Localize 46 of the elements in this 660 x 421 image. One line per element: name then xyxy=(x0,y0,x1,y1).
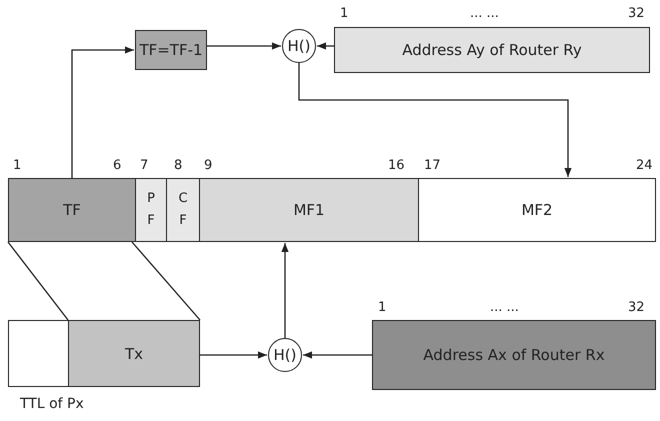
address-field xyxy=(334,27,650,73)
hash-function-circle xyxy=(282,29,316,63)
field-label: H() xyxy=(288,37,310,55)
arrow xyxy=(71,46,134,178)
process-box xyxy=(135,30,207,70)
bit-number: 24 xyxy=(636,158,653,173)
field-label: H() xyxy=(274,346,296,364)
bit-number: 8 xyxy=(174,158,182,173)
field-label: P F xyxy=(146,190,156,230)
field-label: TF=TF-1 xyxy=(139,41,203,59)
header-field xyxy=(199,178,419,242)
bit-number: 17 xyxy=(424,158,441,173)
arrow xyxy=(207,42,281,50)
header-field xyxy=(418,178,656,242)
field-label: MF1 xyxy=(293,201,325,219)
address-field xyxy=(372,320,656,390)
bit-number: 16 xyxy=(388,158,405,173)
bit-number: ... ... xyxy=(470,6,499,21)
field-label: Address Ax of Router Rx xyxy=(423,346,605,364)
field-label: TF xyxy=(63,201,81,219)
bit-number: 32 xyxy=(628,300,645,315)
arrow xyxy=(303,351,372,359)
bit-number: 6 xyxy=(113,158,122,173)
bit-number: 1 xyxy=(340,6,348,21)
arrow xyxy=(200,351,267,359)
ttl-field xyxy=(8,320,69,387)
header-field xyxy=(8,178,136,242)
zoom-line xyxy=(7,241,201,321)
bit-number: 7 xyxy=(140,158,148,173)
arrow xyxy=(281,243,289,338)
bit-number: 1 xyxy=(13,158,22,173)
ttl-field xyxy=(68,320,200,387)
hash-function-circle xyxy=(268,338,302,372)
bit-number: 9 xyxy=(204,158,212,173)
field-label: Address Ay of Router Ry xyxy=(402,41,582,59)
field-label: C F xyxy=(177,190,189,230)
arrow xyxy=(317,42,334,50)
header-field xyxy=(135,178,167,242)
arrow xyxy=(298,63,572,177)
bit-number: 32 xyxy=(628,6,645,21)
header-field xyxy=(166,178,200,242)
bit-number: 1 xyxy=(378,300,386,315)
caption: TTL of Px xyxy=(20,396,84,412)
field-label: Tx xyxy=(124,344,144,362)
field-label: MF2 xyxy=(521,201,553,219)
bit-number: ... ... xyxy=(490,300,519,315)
